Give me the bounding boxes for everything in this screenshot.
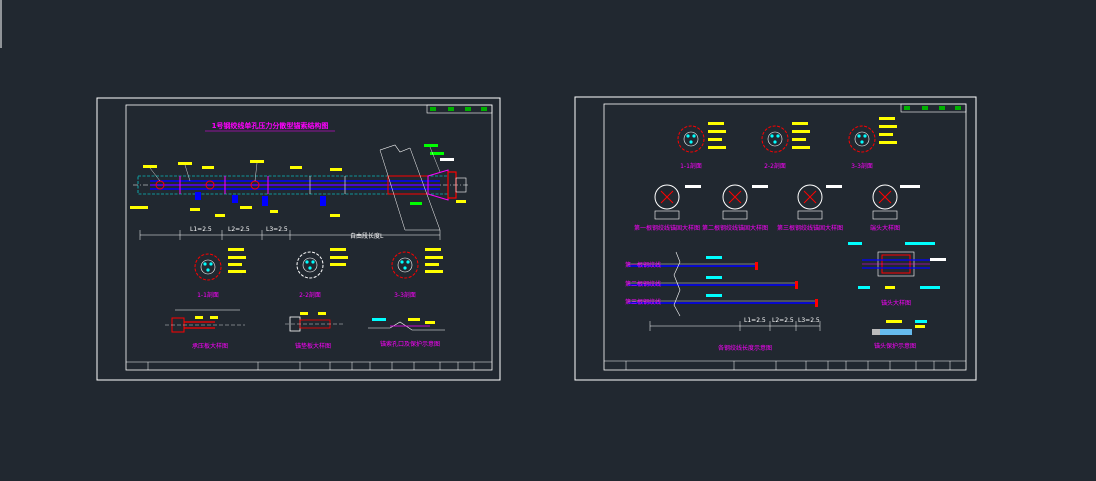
strand-dim-l3: L3=2.5 <box>798 317 820 324</box>
section-1-1-label: 1-1剖面 <box>197 291 219 299</box>
end-head-section <box>872 184 920 220</box>
borehole-protection-detail <box>368 318 445 331</box>
cable-callout-labels <box>130 144 466 217</box>
anchor-pad-detail-label: 锚垫板大样图 <box>295 342 331 350</box>
end-head-section-label: 端头大样图 <box>870 224 900 232</box>
sheet-1-bottom-title-block <box>126 361 492 370</box>
sheet-2-inner-border <box>603 103 967 371</box>
drawing-sheet-1[interactable]: 1号钢绞线单孔压力分散型锚索结构图 <box>96 97 501 381</box>
strand-3-label: 第三根钢绞线 <box>625 298 661 306</box>
head-protection-detail <box>872 320 927 335</box>
strand-anchor-section-3 <box>797 184 842 220</box>
sheet-1-top-title-block <box>426 104 493 114</box>
sheet-2-section-3-3 <box>848 117 897 153</box>
sheet-1-inner-border <box>125 104 493 371</box>
sheet-2-outer-border <box>574 96 977 381</box>
section-3-3-label: 3-3剖面 <box>394 291 416 299</box>
free-length-label: 自由段长度L <box>350 232 384 240</box>
strand-anchor-section-1 <box>654 184 701 220</box>
dim-label-l1: L1=2.5 <box>190 226 212 233</box>
strand-layout-title: 各钢绞线长度示意图 <box>718 344 772 352</box>
strand-anchor-section-3-label: 第三根钢绞线锚固大样图 <box>777 224 843 232</box>
anchor-pad-detail <box>285 312 345 332</box>
strand-dim-l2: L2=2.5 <box>772 317 794 324</box>
section-1-1 <box>194 248 246 281</box>
strand-1-label: 第一根钢绞线 <box>625 261 661 269</box>
strand-anchor-section-2 <box>722 184 768 220</box>
sheet-2-section-3-3-label: 3-3剖面 <box>851 162 873 170</box>
sheet-2-section-1-1 <box>677 122 726 153</box>
sheet-1-outer-border <box>96 97 501 381</box>
head-protection-detail-label: 锚头保护示意图 <box>874 342 916 350</box>
anchor-cable-elevation <box>133 144 470 231</box>
sheet-1-title: 1号钢绞线单孔压力分散型锚索结构图 <box>212 121 329 130</box>
anchor-head-detail-label: 锚头大样图 <box>881 299 911 307</box>
section-2-2-label: 2-2剖面 <box>299 291 321 299</box>
section-3-3 <box>391 248 443 279</box>
strand-2-label: 第二根钢绞线 <box>625 280 661 288</box>
drawing-sheet-2[interactable]: 1-1剖面 2-2剖面 3-3剖面 第一根钢绞线 <box>574 96 977 381</box>
borehole-protection-detail-label: 锚索孔口及保护示意图 <box>380 340 440 348</box>
bearing-plate-detail-label: 承压板大样图 <box>192 342 228 350</box>
strand-length-diagram: L1=2.5 L2=2.5 L3=2.5 <box>628 251 821 331</box>
sheet-2-section-2-2-label: 2-2剖面 <box>764 162 786 170</box>
sheet-2-bottom-title-block <box>604 360 966 370</box>
sheet-2-section-1-1-label: 1-1剖面 <box>680 162 702 170</box>
sheet-2-top-title-block <box>900 103 967 113</box>
anchor-head-detail <box>848 242 946 289</box>
strand-anchor-section-1-label: 第一根钢绞线锚固大样图 <box>634 224 700 232</box>
bearing-plate-detail <box>165 309 245 333</box>
section-2-2 <box>296 248 348 279</box>
strand-anchor-section-2-label: 第二根钢绞线锚固大样图 <box>702 224 768 232</box>
dim-label-l3: L3=2.5 <box>266 226 288 233</box>
dim-label-l2: L2=2.5 <box>228 226 250 233</box>
sheet-2-section-2-2 <box>761 122 810 153</box>
strand-dim-l1: L1=2.5 <box>744 317 766 324</box>
cable-dimension-lines: L1=2.5 L2=2.5 L3=2.5 自由段长度L <box>139 226 441 240</box>
